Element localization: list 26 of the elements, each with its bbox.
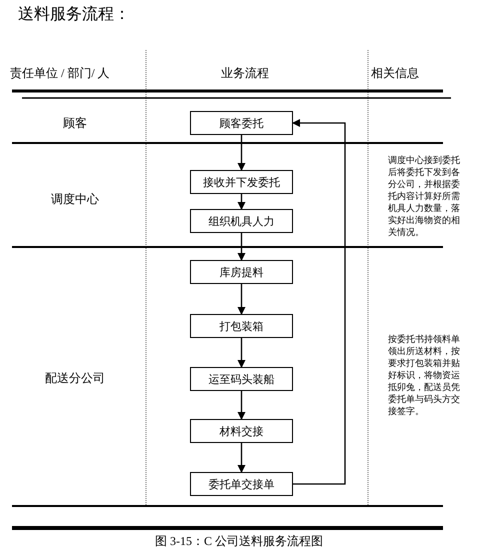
column-header: 责任单位 / 部门/ 人 [10, 65, 110, 82]
arrow [238, 233, 246, 261]
note-text: 调度中心接到委托后将委托下发到各分公司，并根据委托内容计算好所需机具人力数量，落实好出海物资的相关情况。 [388, 154, 461, 238]
column-header: 相关信息 [371, 65, 419, 82]
process-box: 组织机具人力 [190, 209, 293, 233]
arrow [238, 194, 246, 210]
process-box: 打包装箱 [190, 314, 293, 338]
arrow [292, 119, 346, 485]
lane-label: 顾客 [62, 115, 88, 132]
process-box: 材料交接 [190, 419, 293, 443]
caption: 图 3-15：C 公司送料服务流程图 [154, 533, 324, 550]
title: 送料服务流程： [18, 4, 130, 25]
lane-label: 调度中心 [50, 191, 100, 208]
arrow [238, 284, 246, 315]
process-box: 库房提料 [190, 260, 293, 284]
arrow [238, 443, 246, 473]
note-text: 按委托书持领料单领出所送材料，按要求打包装箱并贴好标识，将物资运抵卯兔，配送员凭委托单与码头方交接签字。 [388, 333, 461, 417]
process-box: 接收并下发委托 [190, 170, 293, 194]
process-box: 运至码头装船 [190, 367, 293, 391]
arrow [238, 338, 246, 368]
arrow [238, 391, 246, 420]
arrow [238, 135, 246, 171]
column-header: 业务流程 [220, 65, 270, 82]
process-box: 委托单交接单 [190, 472, 293, 496]
process-box: 顾客委托 [190, 111, 293, 135]
lane-label: 配送分公司 [44, 370, 106, 387]
